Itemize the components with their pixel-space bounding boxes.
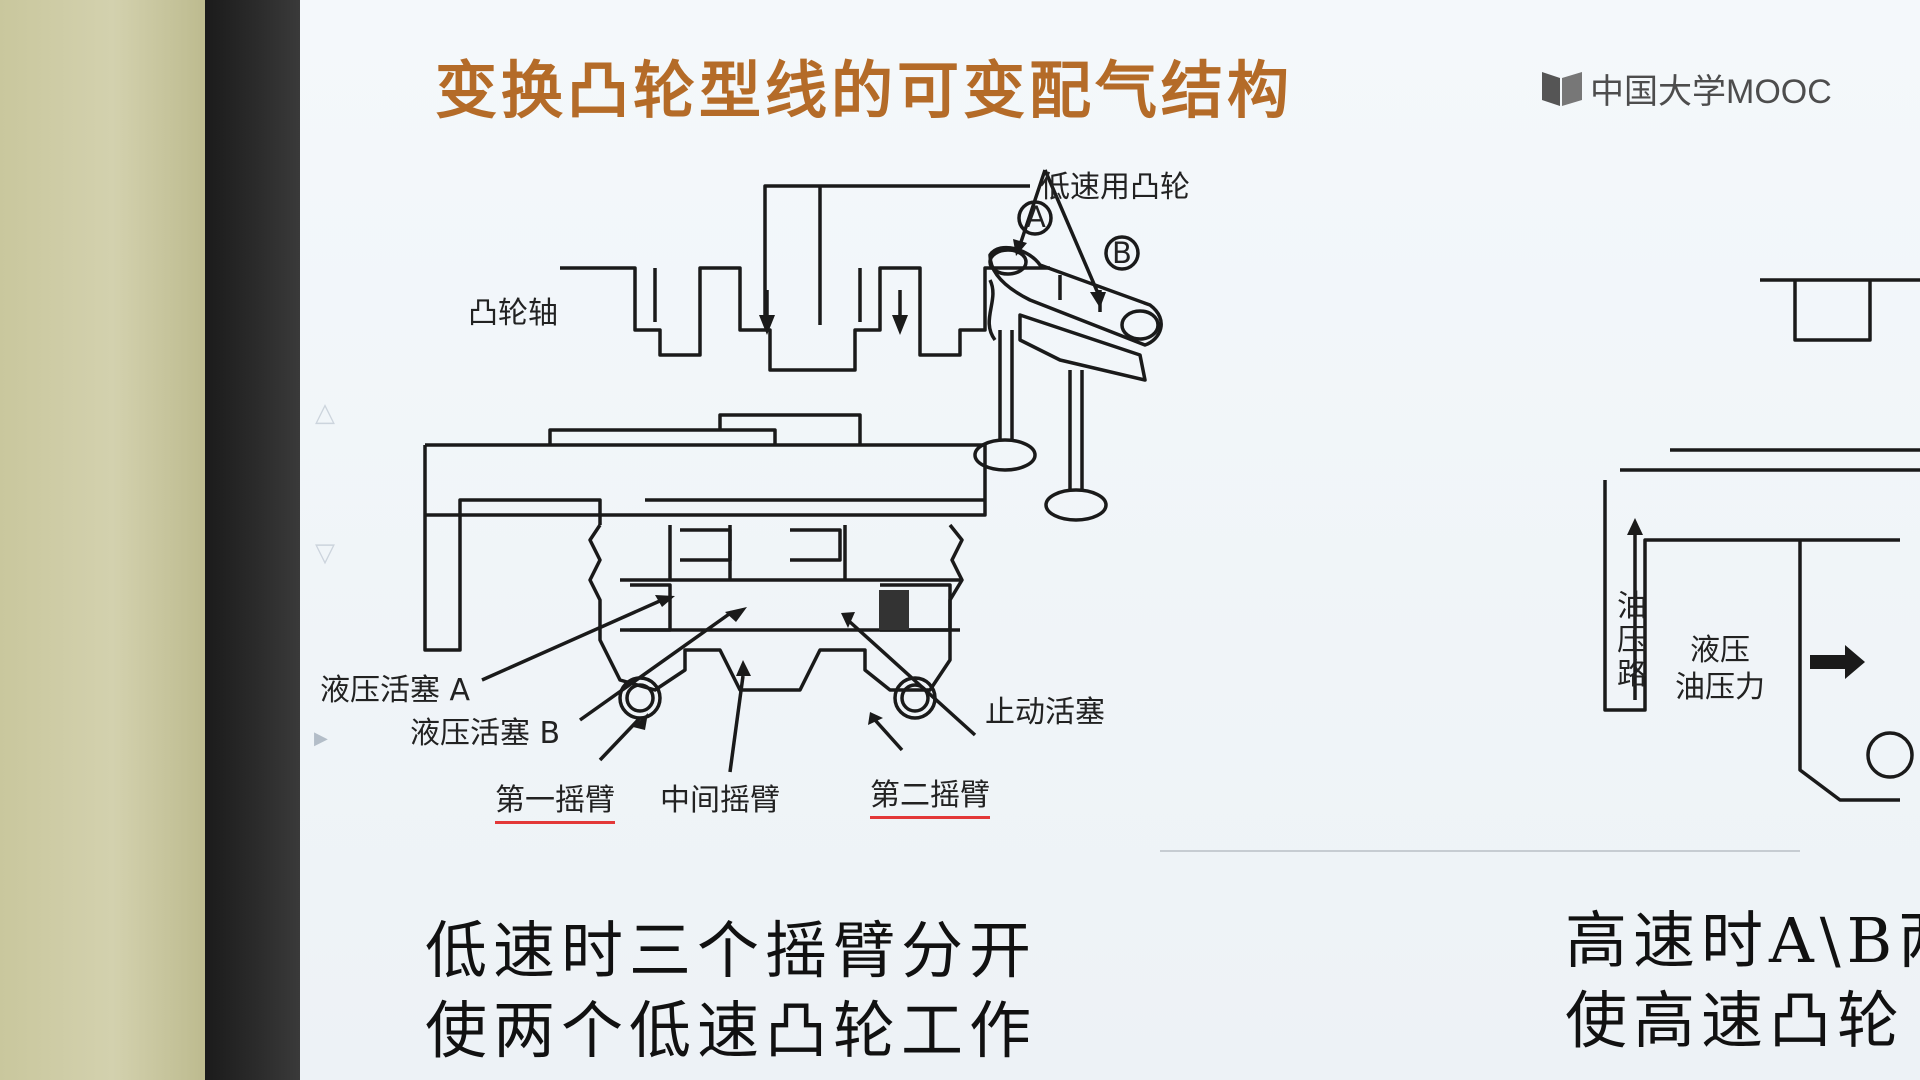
monitor-bezel <box>205 0 300 1080</box>
slide-nav-controls: △ ▽ <box>300 395 335 595</box>
caption-right-line2: 使高速凸轮 <box>1565 984 1906 1057</box>
piston-a-label: 液压活塞 A <box>320 673 471 708</box>
piston-b-label: 液压活塞 B <box>410 716 561 751</box>
second-rocker-label: 第二摇臂 <box>870 770 990 819</box>
middle-rocker-label: 中间摇臂 <box>660 783 780 818</box>
book-logo-icon <box>1542 72 1582 106</box>
room-wall <box>0 0 205 1080</box>
caption-left-line2: 使两个低速凸轮工作 <box>425 994 1038 1067</box>
circle-b-label: B <box>1112 236 1132 270</box>
stop-piston-label: 止动活塞 <box>985 695 1105 730</box>
brand-text: 中国大学MOOC <box>1590 72 1832 111</box>
oil-pressure-label: 油压力 <box>1675 670 1765 705</box>
caption-left-line1: 低速时三个摇臂分开 <box>425 914 1038 987</box>
first-rocker-label: 第一摇臂 <box>495 775 615 824</box>
hydraulic-label: 液压 <box>1690 633 1750 668</box>
next-slide-icon[interactable]: ▽ <box>315 538 335 568</box>
oil-path-label: 油压路 <box>1617 589 1647 692</box>
circle-a-label: A <box>1026 200 1046 234</box>
rocker-arm-diagram <box>423 169 1920 802</box>
divider-line <box>1160 850 1800 852</box>
slide-title: 变换凸轮型线的可变配气结构 <box>435 54 1294 127</box>
camshaft-label: 凸轮轴 <box>468 296 558 331</box>
slide-screen: 变换凸轮型线的可变配气结构 中国大学MOOC △ ▽ ▶ <box>300 0 1920 1080</box>
low-speed-cam-label: 低速用凸轮 <box>1040 170 1190 205</box>
mooc-logo: 中国大学MOOC <box>1540 64 1832 112</box>
caption-right-line1: 高速时A\B两 <box>1565 904 1920 977</box>
play-icon[interactable]: ▶ <box>314 728 328 749</box>
prev-slide-icon[interactable]: △ <box>315 398 335 428</box>
